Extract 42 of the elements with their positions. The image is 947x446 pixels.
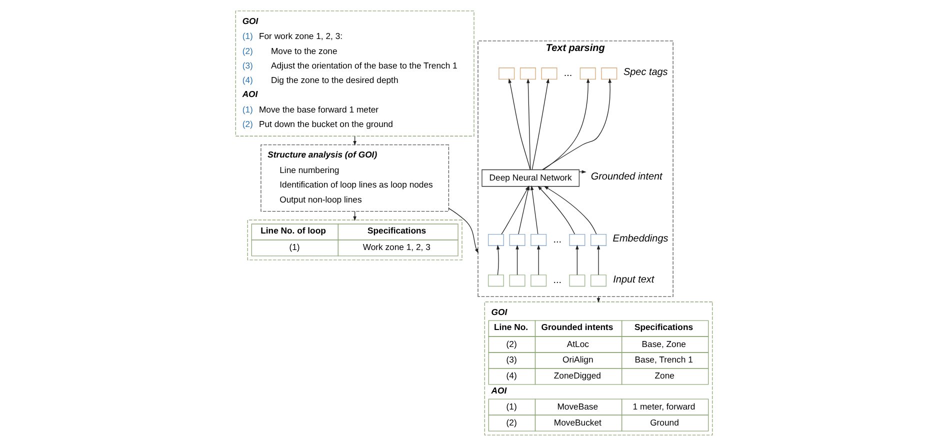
- node-box: Deep Neural Network: [481, 169, 580, 187]
- node-box: [519, 68, 536, 80]
- node-box: [498, 68, 514, 80]
- node-box: Line No. of loop Specifications (1) Work zone 1, 2, 3: [246, 220, 462, 260]
- arrow: [536, 244, 540, 276]
- node-box: [590, 274, 606, 287]
- node-box: [487, 274, 504, 287]
- arrow: [537, 186, 574, 234]
- arrow: [596, 244, 600, 276]
- arrow: [542, 78, 590, 170]
- label: ...: [552, 234, 562, 246]
- arrow: [575, 244, 578, 276]
- node-box: [590, 234, 606, 246]
- node-box: GOI Line No. Grounded intents Specifications (2) AtLoc Base, Zone (3) OriAlign Base, Trench 1 (4) ZoneDigged Zone AOI (1) MoveBase 1 meter, forward (2) MoveBucket Ground: [484, 302, 712, 436]
- arrow: [530, 185, 538, 234]
- node-box: [540, 68, 557, 80]
- label: Spec tags: [622, 67, 668, 78]
- arrow: [526, 78, 530, 170]
- arrow: [542, 78, 612, 170]
- node-text: Grounded intent: [590, 172, 662, 183]
- label: Input text: [612, 274, 654, 286]
- node-box: [600, 68, 617, 80]
- node-box: [530, 274, 546, 287]
- arrow: [515, 244, 518, 276]
- arrow: [496, 244, 500, 276]
- node-box: [508, 274, 525, 287]
- label: ...: [552, 274, 562, 286]
- node-box: [530, 234, 546, 246]
- arrow: [543, 186, 596, 234]
- arrow: [531, 78, 549, 170]
- node-box: [508, 234, 525, 246]
- label: ...: [563, 68, 572, 79]
- node-box: [579, 68, 596, 80]
- node-box: [487, 234, 504, 246]
- arrow: [508, 78, 530, 170]
- arrow: [596, 296, 600, 303]
- node-box: GOI (1) For work zone 1, 2, 3: (2) Move to the zone (3) Adjust the orientation of the base to the Trench 1 (4) Dig the zone to the desired depth AOI (1) Move the base forward 1 meter (2) Put down the bucket on the ground: [234, 10, 474, 136]
- node-box: [568, 274, 585, 287]
- node-box: [568, 234, 585, 246]
- node-box: Structure analysis (of GOI) Line numbering Identification of loop lines as loop nodes Output non-loop lines: [260, 144, 449, 212]
- label: Embeddings: [612, 234, 668, 245]
- arrow: [448, 208, 478, 254]
